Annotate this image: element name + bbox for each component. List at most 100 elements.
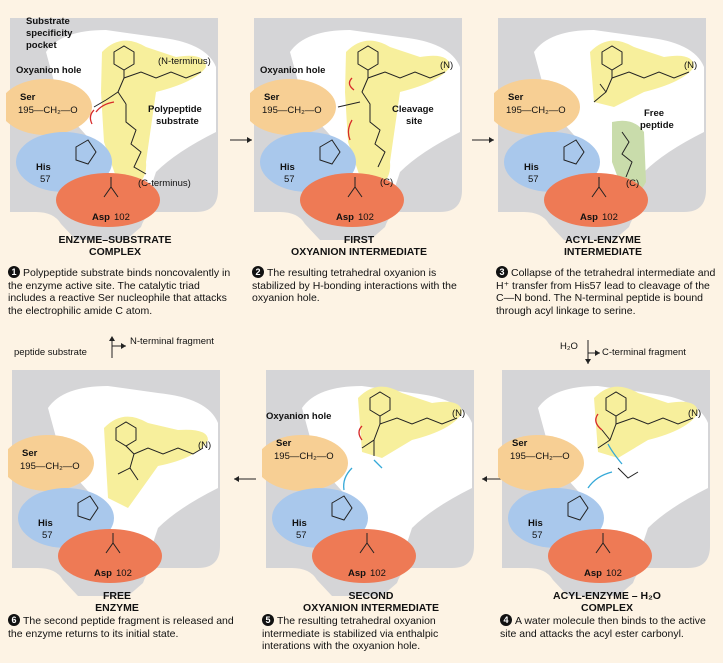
label-asp: Asp [336, 212, 354, 223]
label-asp: Asp [92, 212, 110, 223]
label-asp-num: 102 [602, 212, 618, 223]
label-asp: Asp [580, 212, 598, 223]
phenyl-ring [115, 421, 137, 447]
ser-region [262, 435, 348, 491]
label-substrate: substrate [156, 116, 199, 127]
panel-5-diagram [262, 370, 474, 596]
label-n: (N) [684, 60, 698, 71]
panel-5-title: SECOND OXYANION INTERMEDIATE [262, 590, 480, 614]
ser-region [498, 435, 584, 491]
panel-2-diagram [250, 18, 462, 240]
proton-arrow [343, 467, 353, 491]
imidazole-ring [567, 495, 589, 521]
panel-4-title-line2: COMPLEX [581, 602, 633, 614]
label-oxyanion-hole: Oxyanion hole [16, 65, 82, 76]
imidazole-ring [319, 139, 341, 165]
substrate-region [358, 386, 462, 458]
label-n: (N) [688, 408, 702, 419]
arrow-2-to-3 [472, 137, 494, 143]
panel-6-diagram [8, 370, 220, 596]
label-specificity-1: Substrate [26, 16, 70, 27]
label-free: Free [644, 108, 665, 119]
panel-6-title: FREE ENZYME [8, 590, 226, 614]
panel-4-title-line1: ACYL-ENZYME – H₂O [553, 590, 661, 602]
panel-5-title-line1: SECOND [348, 590, 394, 602]
label-his-num: 57 [532, 530, 543, 541]
label-his-num: 57 [296, 530, 307, 541]
panel-6: Ser 195—CH₂—O His 57 Asp 102 (N) FREE EN… [8, 368, 226, 614]
oxyanion-arrow [358, 425, 363, 441]
label-c-terminus: (C-terminus) [138, 178, 191, 189]
imidazole-ring [75, 139, 97, 165]
panel-3-diagram [494, 18, 706, 240]
label-site: site [406, 116, 423, 127]
arrow-1-to-2 [230, 137, 252, 143]
label-his-num: 57 [528, 174, 539, 185]
label-asp-num: 102 [370, 568, 386, 579]
attack-arrow [95, 101, 115, 113]
label-his: His [528, 518, 543, 529]
label-ser-num: 195—CH₂—O [506, 105, 566, 116]
label-n-terminal-fragment: N-terminal fragment [130, 336, 214, 347]
ser-region [494, 79, 580, 135]
panel-6-title-line1: FREE [102, 590, 131, 602]
imidazole-ring [563, 139, 585, 165]
panel-2-title-line2: OXYANION INTERMEDIATE [291, 246, 427, 258]
substrate-region [594, 386, 698, 458]
label-n: (N) [198, 440, 212, 451]
label-n: (N) [452, 408, 466, 419]
panel-1-title-line2: COMPLEX [89, 246, 141, 258]
step-4-text: A water molecule then binds to the activ… [500, 615, 706, 640]
phenyl-ring [605, 391, 627, 417]
label-asp: Asp [584, 568, 602, 579]
panel-3-title: ACYL-ENZYME INTERMEDIATE [494, 234, 712, 258]
label-polypeptide: Polypeptide [148, 104, 202, 115]
step-6-badge: 6 [8, 614, 20, 626]
label-ser-num: 195—CH₂—O [262, 105, 322, 116]
imidazole-ring [331, 495, 353, 521]
label-ser: Ser [264, 92, 280, 103]
label-ser-num: 195—CH₂—O [510, 451, 570, 462]
oxyanion-arrow [595, 413, 603, 431]
step-3-badge: 3 [496, 266, 508, 278]
split-arrow-c [585, 340, 600, 364]
label-ser: Ser [276, 438, 292, 449]
proton-arrow [347, 119, 353, 141]
panel-2: Oxyanion hole Ser 195—CH₂—O His 57 Asp 1… [250, 12, 468, 258]
label-water: H₂O [560, 341, 578, 352]
label-cleavage: Cleavage [392, 104, 434, 115]
label-specificity-3: pocket [26, 40, 57, 51]
label-his: His [524, 162, 539, 173]
label-his: His [36, 162, 51, 173]
asp-region [56, 173, 160, 227]
label-his-num: 57 [284, 174, 295, 185]
panel-1-title: ENZYME–SUBSTRATE COMPLEX [6, 234, 224, 258]
hydroxyl-bond [373, 459, 383, 469]
substrate-region [104, 416, 208, 508]
panel-6-title-line2: ENZYME [95, 602, 139, 614]
label-specificity-2: specificity [26, 28, 73, 39]
step-6-text: The second peptide fragment is released … [8, 615, 234, 640]
label-his-num: 57 [42, 530, 53, 541]
panel-3: Ser 195—CH₂—O His 57 Asp 102 (N) (C) Fre… [494, 12, 712, 258]
label-peptide-substrate: peptide substrate [14, 347, 87, 358]
asp-region [544, 173, 648, 227]
label-n: (N) [440, 60, 454, 71]
asp-region [548, 529, 652, 583]
label-ser: Ser [20, 92, 36, 103]
panel-4: Ser 195—CH₂—O His 57 Asp 102 (N) ACYL-EN… [498, 368, 716, 614]
panel-5: Oxyanion hole Ser 195—CH₂—O His 57 Asp 1… [262, 368, 480, 614]
oxyanion-arrow [348, 77, 355, 91]
step-4-badge: 4 [500, 614, 512, 626]
label-n-terminus: (N-terminus) [158, 56, 211, 67]
substrate-region [345, 40, 450, 190]
free-peptide-region [612, 120, 646, 195]
arrow-5-to-6 [234, 476, 256, 482]
label-asp: Asp [94, 568, 112, 579]
label-ser: Ser [512, 438, 528, 449]
label-asp-num: 102 [114, 212, 130, 223]
phenyl-ring [369, 391, 391, 417]
